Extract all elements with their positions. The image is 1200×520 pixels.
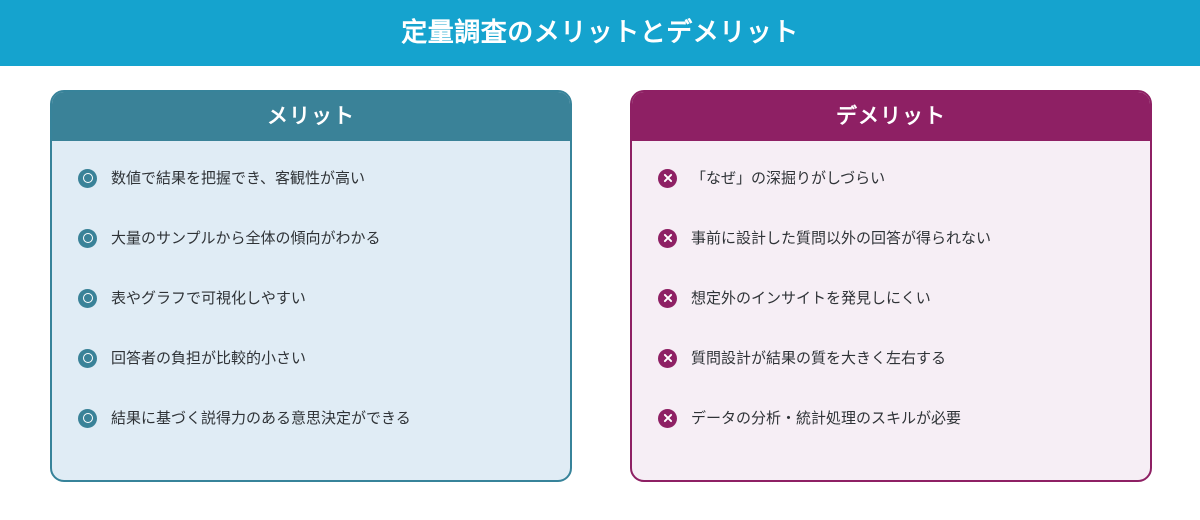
list-item-label: 回答者の負担が比較的小さい: [111, 349, 307, 367]
comparison-columns: メリット 数値で結果を把握でき、客観性が高い 大量のサンプルから全体の傾向がわか…: [0, 90, 1200, 484]
list-item: 数値で結果を把握でき、客観性が高い: [78, 163, 544, 193]
list-item-label: 事前に設計した質問以外の回答が得られない: [691, 229, 992, 247]
list-item: 大量のサンプルから全体の傾向がわかる: [78, 223, 544, 253]
list-item-label: 数値で結果を把握でき、客観性が高い: [111, 169, 365, 187]
list-item: 事前に設計した質問以外の回答が得られない: [658, 223, 1124, 253]
list-item: 結果に基づく説得力のある意思決定ができる: [78, 403, 544, 433]
page-banner: 定量調査のメリットとデメリット: [0, 0, 1200, 66]
page-title: 定量調査のメリットとデメリット: [401, 18, 799, 48]
merit-card-title: メリット: [267, 104, 355, 128]
demerit-card-title: デメリット: [836, 104, 946, 128]
list-item: 表やグラフで可視化しやすい: [78, 283, 544, 313]
circle-cross-icon: [658, 288, 677, 308]
list-item: 「なぜ」の深掘りがしづらい: [658, 163, 1124, 193]
circle-ring-icon: [78, 408, 97, 428]
list-item: データの分析・統計処理のスキルが必要: [658, 403, 1124, 433]
circle-cross-icon: [658, 348, 677, 368]
circle-ring-icon: [78, 228, 97, 248]
circle-cross-icon: [658, 168, 677, 188]
demerit-card-body: 「なぜ」の深掘りがしづらい 事前に設計した質問以外の回答が得られない: [632, 141, 1150, 480]
list-item-label: 表やグラフで可視化しやすい: [111, 289, 306, 307]
circle-ring-icon: [78, 168, 97, 188]
list-item: 質問設計が結果の質を大きく左右する: [658, 343, 1124, 373]
list-item: 想定外のインサイトを発見しにくい: [658, 283, 1124, 313]
circle-cross-icon: [658, 408, 677, 428]
list-item-label: データの分析・統計処理のスキルが必要: [691, 409, 962, 427]
merit-card-body: 数値で結果を把握でき、客観性が高い 大量のサンプルから全体の傾向がわかる 表やグ…: [52, 141, 570, 480]
merit-card: メリット 数値で結果を把握でき、客観性が高い 大量のサンプルから全体の傾向がわか…: [50, 90, 572, 482]
list-item-label: 質問設計が結果の質を大きく左右する: [691, 349, 947, 367]
list-item-label: 「なぜ」の深掘りがしづらい: [691, 169, 886, 187]
list-item-label: 結果に基づく説得力のある意思決定ができる: [111, 409, 411, 427]
circle-ring-icon: [78, 348, 97, 368]
circle-cross-icon: [658, 228, 677, 248]
circle-ring-icon: [78, 288, 97, 308]
list-item: 回答者の負担が比較的小さい: [78, 343, 544, 373]
demerit-card: デメリット 「なぜ」の深掘りがしづらい: [630, 90, 1152, 482]
demerit-card-header: デメリット: [632, 92, 1150, 141]
merit-card-header: メリット: [52, 92, 570, 141]
list-item-label: 大量のサンプルから全体の傾向がわかる: [111, 229, 381, 247]
list-item-label: 想定外のインサイトを発見しにくい: [691, 289, 931, 307]
